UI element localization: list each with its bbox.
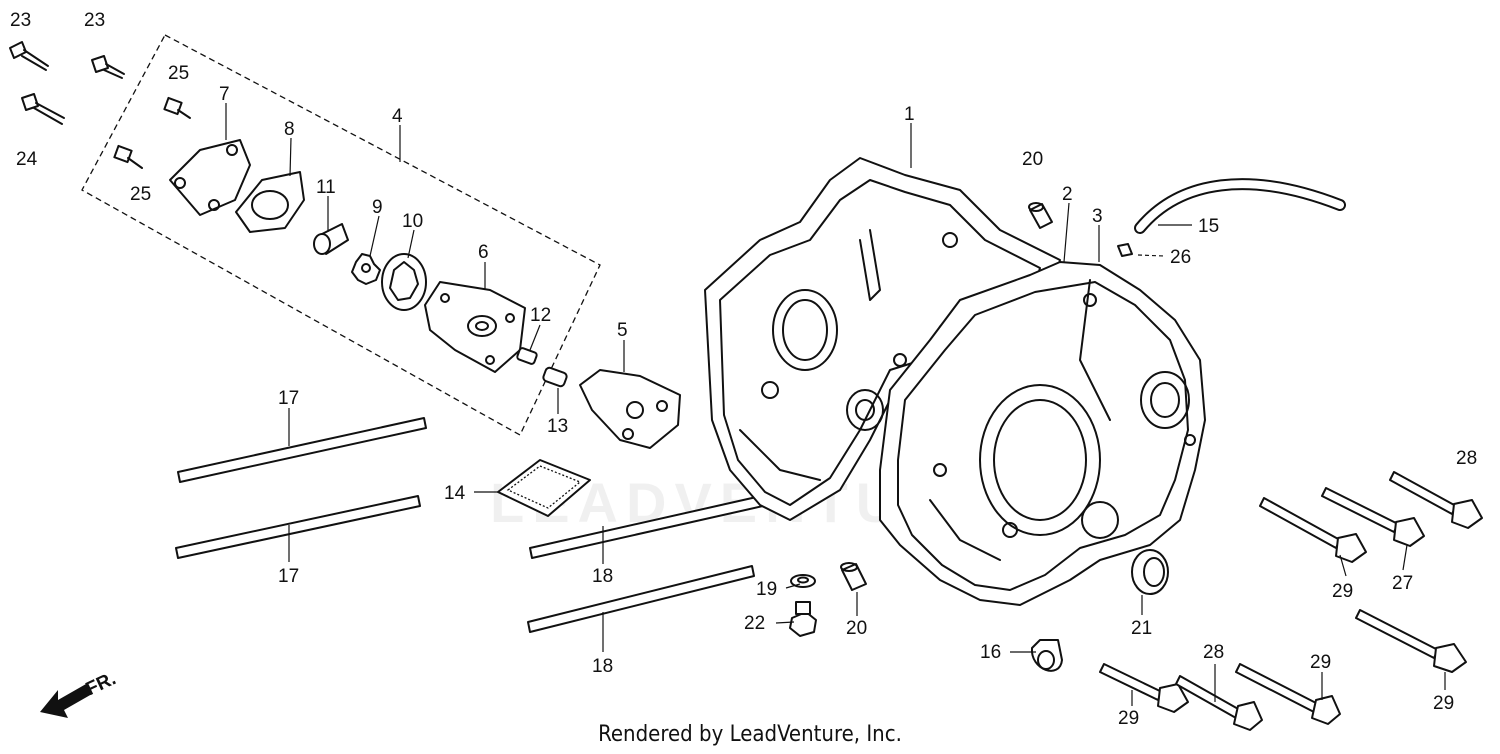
callout-8: 8 bbox=[284, 119, 295, 140]
callout-29-lower-left: 29 bbox=[1118, 708, 1139, 729]
callout-14: 14 bbox=[444, 483, 466, 504]
oil-pump-assembly-box bbox=[81, 34, 601, 436]
bolt-28-lower bbox=[1175, 675, 1263, 731]
callout-13: 13 bbox=[547, 416, 568, 437]
callout-23-left: 23 bbox=[10, 10, 31, 31]
pump-plate bbox=[579, 369, 681, 449]
bolt-29-lower-right bbox=[1235, 663, 1341, 725]
oil-strainer-screen bbox=[497, 459, 591, 517]
leader-lines bbox=[225, 103, 1446, 706]
stud-bolt-17-lower bbox=[175, 495, 421, 559]
callout-1: 1 bbox=[904, 104, 915, 125]
pump-gasket bbox=[235, 171, 305, 233]
stud-bolt-18-lower bbox=[527, 565, 755, 633]
bolt-23-left bbox=[9, 41, 49, 71]
callout-29-right: 29 bbox=[1433, 693, 1454, 714]
callout-18-lower: 18 bbox=[592, 656, 613, 677]
outer-rotor bbox=[381, 253, 427, 311]
callout-3: 3 bbox=[1092, 206, 1103, 227]
dowel-pin-20-upper bbox=[1028, 202, 1053, 229]
bolt-23-right bbox=[91, 55, 125, 79]
callout-19: 19 bbox=[756, 579, 777, 600]
dowel-pin-13 bbox=[542, 366, 568, 388]
callout-7: 7 bbox=[219, 84, 230, 105]
stud-bolt-17-upper bbox=[177, 417, 427, 483]
callout-17-lower: 17 bbox=[278, 566, 299, 587]
callout-23-right: 23 bbox=[84, 10, 105, 31]
cable-clamp-16 bbox=[1030, 639, 1063, 672]
drain-plug-22 bbox=[789, 601, 817, 637]
callout-2: 2 bbox=[1062, 184, 1073, 205]
pump-body bbox=[424, 281, 526, 373]
right-crankcase-half bbox=[879, 261, 1206, 606]
callout-6: 6 bbox=[478, 242, 489, 263]
bolt-24 bbox=[21, 93, 65, 125]
callout-22: 22 bbox=[744, 613, 765, 634]
callout-29-lower-right: 29 bbox=[1310, 652, 1331, 673]
callout-25-bottom: 25 bbox=[130, 184, 151, 205]
dowel-pin-12 bbox=[516, 347, 538, 365]
callout-28-right: 28 bbox=[1456, 448, 1477, 469]
inner-rotor bbox=[351, 253, 381, 285]
breather-tube bbox=[1134, 178, 1346, 234]
footer-credit: Rendered by LeadVenture, Inc. bbox=[598, 722, 902, 747]
callout-17-upper: 17 bbox=[278, 388, 299, 409]
bolt-28-right bbox=[1389, 471, 1483, 529]
front-direction-arrow-icon bbox=[40, 684, 92, 718]
callout-15: 15 bbox=[1198, 216, 1219, 237]
dowel-pin-20-lower bbox=[840, 562, 867, 591]
callout-20-upper: 20 bbox=[1022, 149, 1043, 170]
callout-4: 4 bbox=[392, 106, 403, 127]
callout-12: 12 bbox=[530, 305, 551, 326]
screw-25-bottom bbox=[113, 144, 143, 169]
oil-seal-21 bbox=[1131, 549, 1169, 595]
callout-24: 24 bbox=[16, 149, 38, 170]
sealing-washer-19 bbox=[790, 574, 816, 588]
screw-25-top bbox=[163, 96, 191, 119]
bolt-27 bbox=[1321, 487, 1425, 547]
callout-18-upper: 18 bbox=[592, 566, 613, 587]
tube-clip-26 bbox=[1117, 243, 1133, 257]
pump-cover bbox=[169, 139, 251, 216]
callout-16: 16 bbox=[980, 642, 1001, 663]
callout-21: 21 bbox=[1131, 618, 1152, 639]
callout-11: 11 bbox=[316, 177, 336, 198]
pump-shaft bbox=[313, 223, 349, 255]
callout-20-lower: 20 bbox=[846, 618, 867, 639]
bolt-29-lower-left bbox=[1099, 663, 1189, 713]
callout-29-upper-left: 29 bbox=[1332, 581, 1353, 602]
stud-bolt-18-upper bbox=[529, 493, 773, 559]
callout-5: 5 bbox=[617, 320, 628, 341]
callout-9: 9 bbox=[372, 197, 383, 218]
callout-28-lower: 28 bbox=[1203, 642, 1224, 663]
callout-10: 10 bbox=[402, 211, 423, 232]
bolt-29-right bbox=[1355, 609, 1467, 673]
callout-25-top: 25 bbox=[168, 63, 189, 84]
callout-26: 26 bbox=[1170, 247, 1191, 268]
bolt-29-upper-left bbox=[1259, 497, 1367, 563]
callout-27: 27 bbox=[1392, 573, 1413, 594]
